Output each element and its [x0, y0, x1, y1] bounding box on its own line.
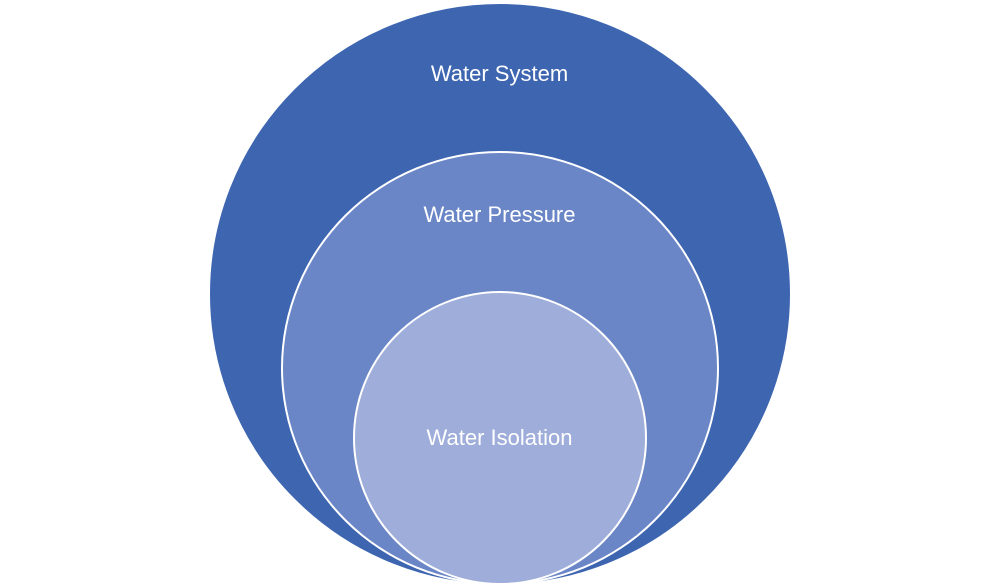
water-isolation-label: Water Isolation	[426, 425, 573, 450]
water-system-label: Water System	[430, 61, 569, 86]
water-pressure-label: Water Pressure	[423, 202, 576, 227]
water-isolation-circle	[353, 291, 647, 585]
